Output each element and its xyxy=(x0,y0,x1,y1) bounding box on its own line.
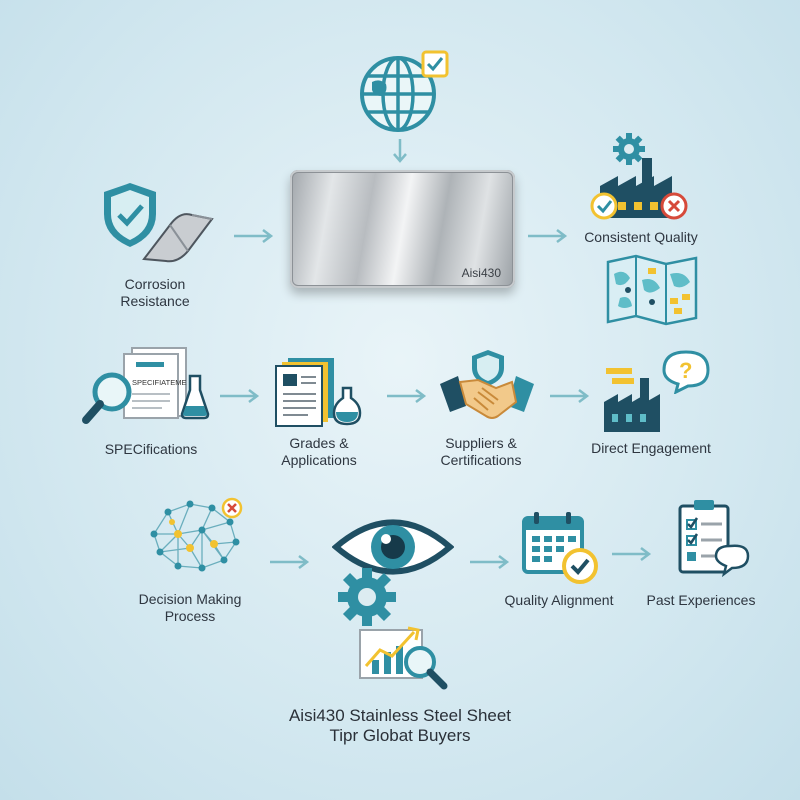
document-icon: SPECIFIATEME xyxy=(123,347,187,419)
handshake-icon xyxy=(440,376,534,419)
shield-small-icon xyxy=(472,350,504,386)
chart-icon xyxy=(359,626,448,690)
arrow-grades-suppliers xyxy=(387,389,427,403)
network-brain-icon xyxy=(150,497,243,572)
arrow-eye-calendar xyxy=(470,555,510,569)
arrow-sheet-quality xyxy=(528,229,568,243)
document-text: SPECIFIATEME xyxy=(132,378,186,387)
arrow-decision-eye xyxy=(270,555,310,569)
label-past-experiences: Past Experiences xyxy=(646,592,756,608)
eye-icon xyxy=(332,519,454,575)
stainless-steel-sheet: Aisi430 xyxy=(290,170,515,288)
arrow-spec-grades xyxy=(220,389,260,403)
label-quality-alignment: Quality Alignment xyxy=(504,592,614,608)
diagram-title-line-2: Tipr Globat Buyers xyxy=(329,726,471,745)
label-suppliers-certifications: Suppliers & Certifications xyxy=(440,435,522,468)
label-specifications: SPECifications xyxy=(104,441,198,457)
factory-icon-2 xyxy=(604,368,660,432)
arrow-suppliers-direct xyxy=(550,389,590,403)
label-grades-applications: Grades & Applications xyxy=(281,435,357,468)
magnifier-icon xyxy=(82,372,132,424)
svg-text:?: ? xyxy=(679,358,692,383)
checklist-icon xyxy=(678,500,750,578)
arrow-globe-down xyxy=(393,139,407,163)
gear-icon xyxy=(613,133,645,165)
label-direct-engagement: Direct Engagement xyxy=(591,440,711,456)
flask-icon xyxy=(180,374,210,420)
map-icon xyxy=(606,254,698,326)
shield-icon xyxy=(104,183,156,247)
sheet-grade-label: Aisi430 xyxy=(461,266,501,280)
document-stack-icon xyxy=(275,358,334,427)
label-corrosion-resistance: Corrosion Resistance xyxy=(120,276,190,309)
globe-icon xyxy=(360,56,436,132)
diagram-title-line-1: Aisi430 Stainless Steel Sheet xyxy=(288,706,512,725)
arrow-corrosion-sheet xyxy=(234,229,274,243)
checkbox-icon xyxy=(421,50,449,78)
label-consistent-quality: Consistent Quality xyxy=(584,229,698,245)
label-decision-making-process: Decision Making Process xyxy=(138,591,242,624)
flask-icon-2 xyxy=(332,386,362,426)
arrow-calendar-past xyxy=(612,547,652,561)
factory-icon xyxy=(590,158,688,220)
metal-strip-icon xyxy=(142,213,214,263)
calendar-icon xyxy=(522,512,598,584)
question-bubble-icon: ? xyxy=(662,350,710,394)
gear-icon-2 xyxy=(338,568,396,626)
